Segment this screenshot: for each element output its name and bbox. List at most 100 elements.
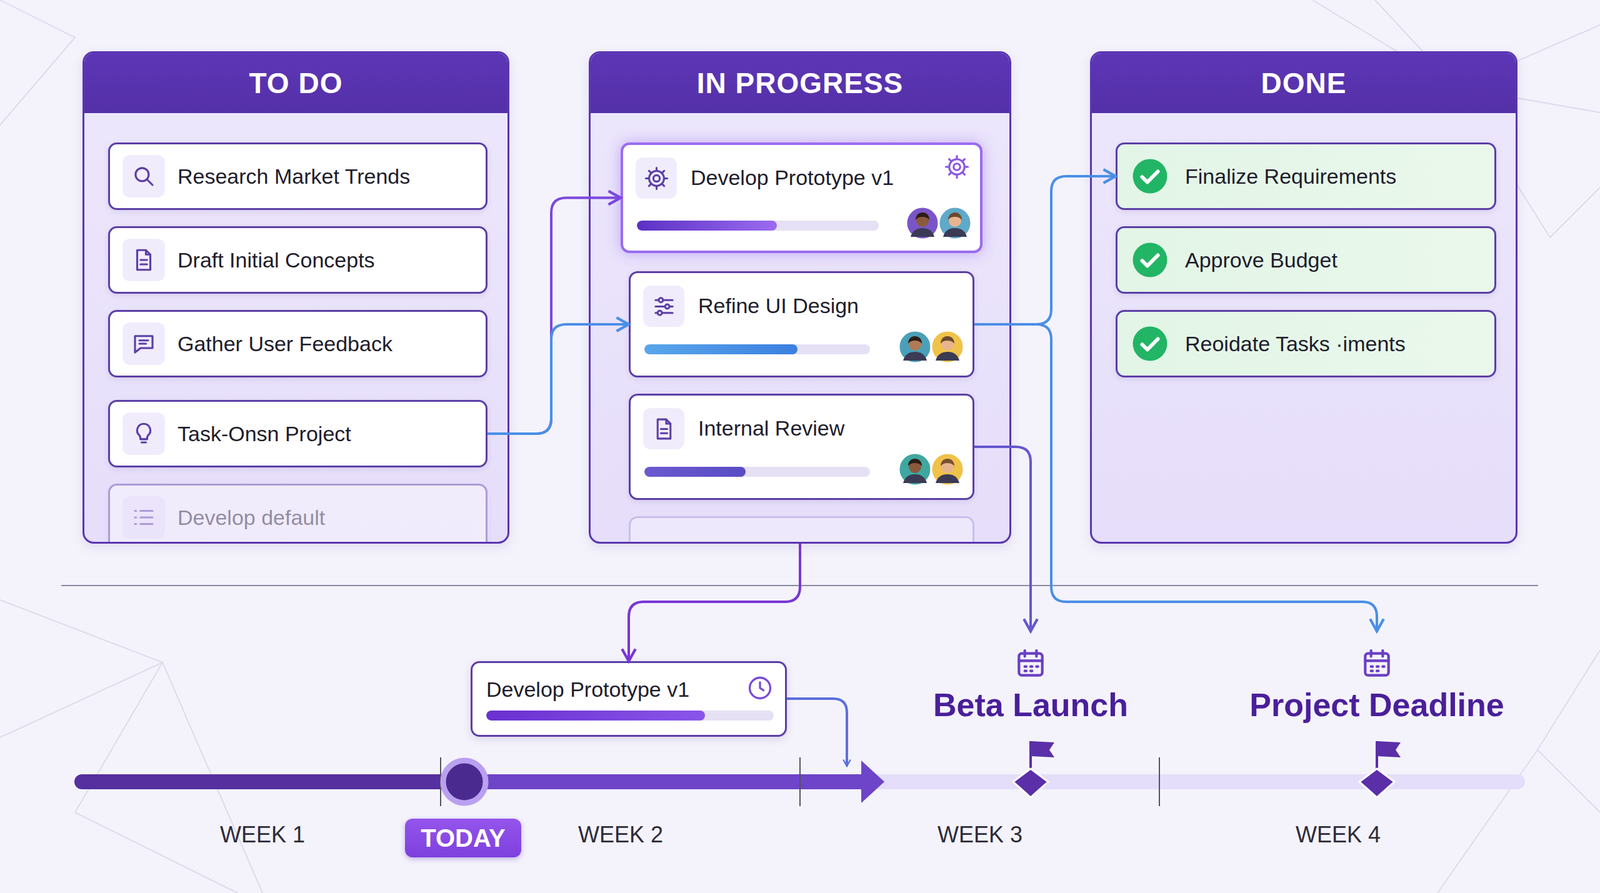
flow-connector <box>628 543 800 662</box>
week-label: WEEK 4 <box>1295 821 1381 849</box>
icon-part <box>903 351 927 361</box>
task-icon <box>130 246 157 274</box>
mesh-line <box>0 0 75 125</box>
icon-part <box>898 453 932 486</box>
task-card: Refine UI Design <box>628 271 975 378</box>
icon-part <box>1013 646 1049 682</box>
icon-tile <box>635 157 677 199</box>
icon-tile <box>643 285 685 327</box>
assignee-avatar <box>905 205 940 241</box>
icon-part <box>645 167 667 189</box>
milestone-label: Beta Launch <box>868 686 1194 724</box>
icon-part <box>1133 159 1168 194</box>
icon-part <box>1025 666 1039 672</box>
progress-track <box>644 466 870 477</box>
icon-part <box>915 212 930 220</box>
divider-line <box>61 585 1539 587</box>
today-marker <box>443 760 486 804</box>
progress-fill <box>644 466 746 477</box>
icon-part <box>1013 768 1049 798</box>
task-icon <box>130 504 157 531</box>
milestone-marker <box>1005 737 1056 804</box>
task-icon <box>643 165 670 192</box>
done-check <box>1131 157 1169 195</box>
column-title: DONE <box>1261 66 1347 100</box>
icon-part <box>1365 653 1389 676</box>
calendar-icon <box>1013 646 1049 682</box>
milestone: Beta Launch <box>868 631 1194 804</box>
icon-part <box>948 212 962 220</box>
task-icon <box>651 293 677 320</box>
task-icon <box>130 330 157 357</box>
icon-part <box>1131 157 1169 195</box>
task-card: Develop Prototype v1 <box>620 142 983 254</box>
icon-part <box>1351 737 1402 804</box>
column-title: IN PROGRESS <box>696 66 904 100</box>
flow-connector <box>974 324 1377 632</box>
icon-part <box>135 511 153 525</box>
icon-tile <box>122 238 165 282</box>
card-text-wrap: Gather User Feedback <box>177 311 474 376</box>
icon-part <box>1005 737 1056 804</box>
flow-connector <box>487 324 629 434</box>
icon-part <box>136 423 150 440</box>
icon-part <box>1018 653 1042 676</box>
icon-part <box>931 453 964 486</box>
flow-connector <box>974 446 1031 632</box>
icon-part <box>130 163 157 190</box>
card-text-wrap: Develop default <box>177 485 474 544</box>
icon-part <box>930 451 965 487</box>
assignee-avatar <box>930 329 965 365</box>
icon-part <box>665 304 670 309</box>
week-label: WEEK 2 <box>578 821 664 849</box>
icon-part <box>931 330 964 364</box>
icon-tile <box>122 155 165 198</box>
card-text-wrap: Draft Initial Concepts <box>177 228 474 292</box>
icon-part <box>906 206 939 240</box>
icon-part <box>1142 339 1159 350</box>
mesh-line <box>0 600 263 893</box>
icon-tile <box>122 412 165 455</box>
kanban-column: IN PROGRESS Develop Prototype v1 Refine UI… <box>588 51 1012 544</box>
icon-part <box>943 153 970 180</box>
icon-part <box>135 336 153 353</box>
week-tick <box>1158 757 1160 807</box>
icon-part <box>651 416 677 442</box>
icon-part <box>130 504 157 531</box>
task-icon <box>130 163 157 190</box>
icon-part <box>657 419 671 439</box>
icon-tile <box>122 496 165 539</box>
icon-part <box>940 458 955 467</box>
timeline-progress <box>464 774 866 790</box>
done-task-label: Reoidate Tasks ·iments <box>1185 331 1482 357</box>
icon-part <box>943 228 967 237</box>
task-label: Task-Onsn Project <box>177 421 474 447</box>
column-header: DONE <box>1091 53 1516 114</box>
week-label: WEEK 3 <box>937 821 1023 849</box>
done-check <box>1131 241 1169 279</box>
card-text-wrap: Finalize Requirements <box>1185 144 1482 209</box>
icon-part <box>660 419 670 434</box>
progress-fill <box>486 710 705 721</box>
icon-part <box>897 451 933 487</box>
today-badge: TODAY <box>405 818 522 858</box>
kanban-column: DONEFinalize RequirementsApprove BudgetR… <box>1090 51 1518 544</box>
icon-part <box>653 175 660 182</box>
milestone: Project Deadline <box>1214 631 1540 804</box>
task-card: Develop default <box>108 483 488 544</box>
icon-part <box>935 351 960 361</box>
icon-part <box>746 674 774 702</box>
icon-part <box>750 678 771 699</box>
icon-part <box>903 474 927 484</box>
calendar-icon <box>1359 646 1395 682</box>
icon-part <box>908 458 922 467</box>
timeline-arrowhead <box>861 760 885 804</box>
week-label: WEEK 1 <box>220 821 305 849</box>
icon-part <box>905 205 940 241</box>
done-card: Finalize Requirements <box>1115 142 1497 210</box>
assignee-avatar <box>937 205 973 241</box>
column-header: IN PROGRESS <box>590 53 1010 114</box>
flow-connector <box>487 198 621 435</box>
